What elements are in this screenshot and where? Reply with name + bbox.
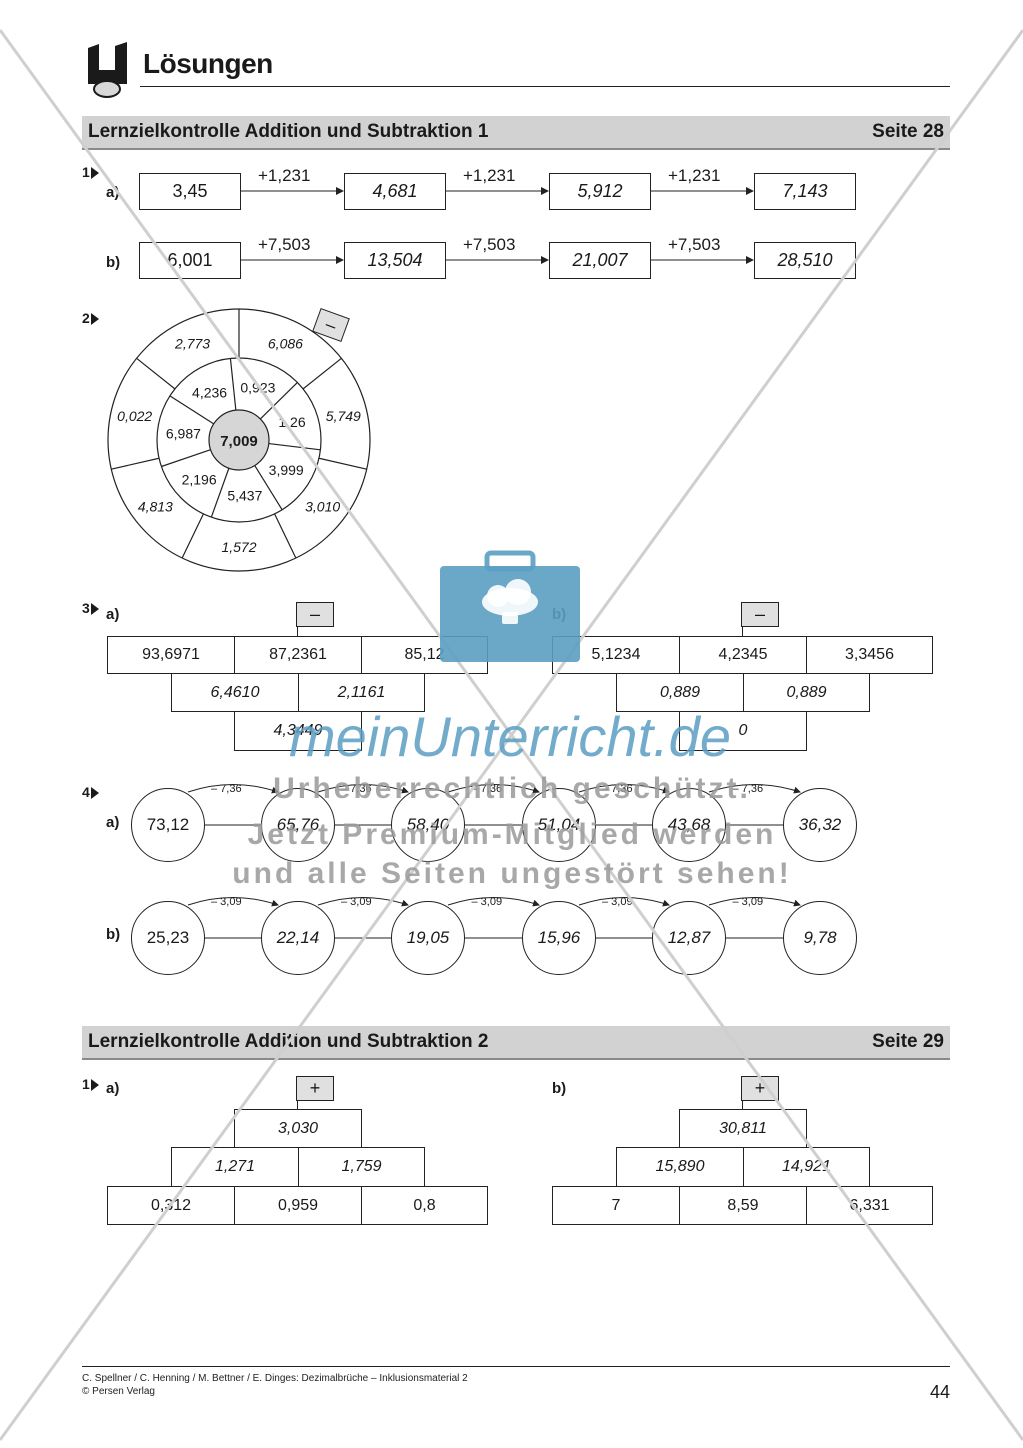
- chain-circle-b-5: 12,87: [652, 901, 726, 975]
- chain-circle-a-1: 73,12: [131, 788, 205, 862]
- s2b-bottom-2: 8,59: [679, 1186, 807, 1225]
- s2b-top: 30,811: [679, 1109, 807, 1148]
- chain-circle-b-2: 22,14: [261, 901, 335, 975]
- section-page-2: Seite 29: [872, 1031, 944, 1052]
- chain-circle-a-6: 36,32: [783, 788, 857, 862]
- s2a-operator: +: [296, 1076, 334, 1101]
- s2b-middle-2: 14,921: [743, 1147, 870, 1187]
- chain-op-label: – 7,36: [341, 783, 372, 795]
- s2-task1-label-a: a): [106, 1080, 120, 1097]
- chain-op-label: – 3,09: [602, 896, 633, 908]
- footer-rule: [82, 1366, 950, 1367]
- page-number: 44: [929, 1382, 950, 1402]
- s2b-bottom-1: 7: [552, 1186, 680, 1225]
- s2a-middle-2: 1,759: [298, 1147, 425, 1187]
- s2a-middle-1: 1,271: [171, 1147, 299, 1187]
- s2-task1-label-b: b): [552, 1080, 567, 1097]
- section-title-2: Lernzielkontrolle Addition und Subtrakti…: [88, 1031, 489, 1052]
- footer-publisher: © Persen Verlag: [82, 1386, 155, 1397]
- chain-circle-b-6: 9,78: [783, 901, 857, 975]
- s2b-bottom-3: 6,331: [806, 1186, 933, 1225]
- s2b-middle-1: 15,890: [616, 1147, 744, 1187]
- chain-circle-b-3: 19,05: [391, 901, 465, 975]
- chain-op-label: – 7,36: [732, 783, 764, 795]
- s2b-operator: +: [741, 1076, 779, 1101]
- chain-op-label: – 3,09: [341, 896, 372, 908]
- s2a-bottom-3: 0,8: [361, 1186, 488, 1225]
- s2a-top: 3,030: [234, 1109, 362, 1148]
- chain-circle-a-2: 65,76: [261, 788, 335, 862]
- chain-op-label: – 7,36: [471, 783, 503, 795]
- section-bar-2: Lernzielkontrolle Addition und Subtrakti…: [82, 1026, 950, 1060]
- chain-op-label: – 3,09: [471, 896, 503, 908]
- task-marker-s2-1: 1: [82, 1076, 99, 1092]
- chain-circle-a-4: 51,04: [522, 788, 596, 862]
- chain-op-label: – 3,09: [211, 896, 242, 908]
- chain-op-label: – 7,36: [602, 783, 633, 795]
- chain-circle-a-3: 58,40: [391, 788, 465, 862]
- footer-citation: C. Spellner / C. Henning / M. Bettner / …: [82, 1373, 468, 1384]
- chain-circle-b-4: 15,96: [522, 901, 596, 975]
- chain-circle-b-1: 25,23: [131, 901, 205, 975]
- s2a-bottom-1: 0,312: [107, 1186, 235, 1225]
- chain-circle-a-5: 43,68: [652, 788, 726, 862]
- s2a-bottom-2: 0,959: [234, 1186, 362, 1225]
- chain-op-label: – 7,36: [211, 783, 242, 795]
- chain-op-label: – 3,09: [732, 896, 764, 908]
